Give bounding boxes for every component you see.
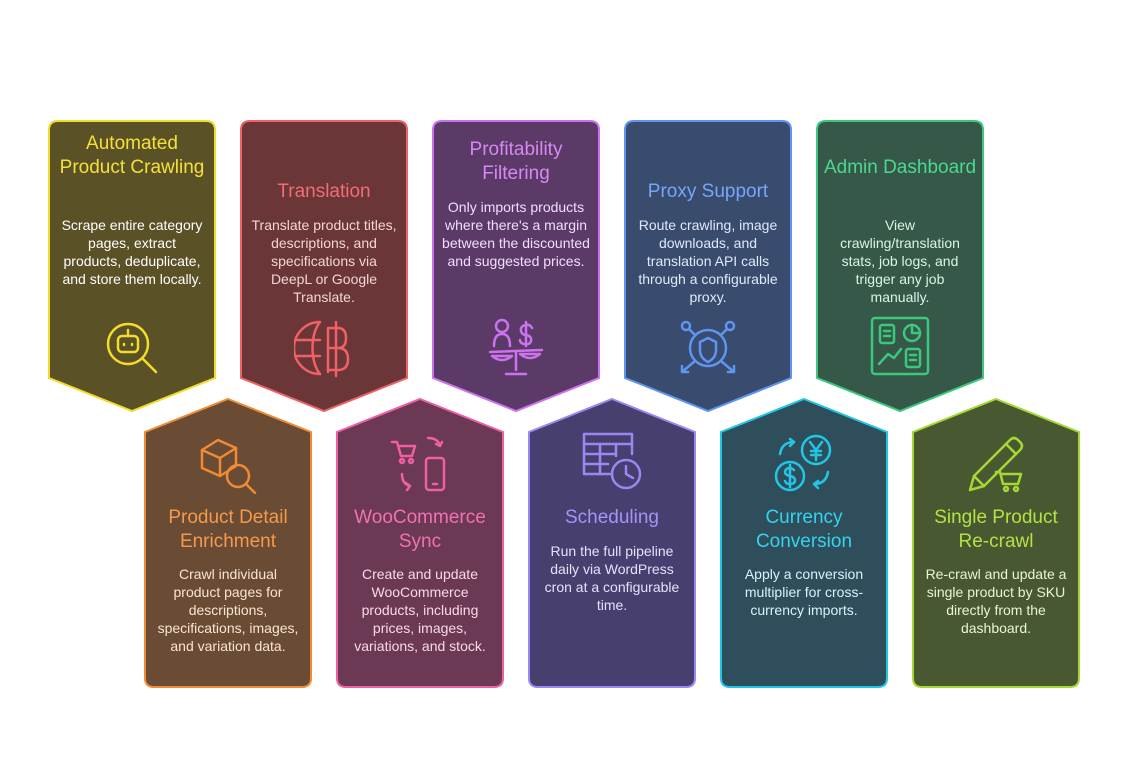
shield-network-icon bbox=[680, 320, 736, 374]
card-automated-product-crawling: Automated Product Crawling Scrape entire… bbox=[48, 120, 216, 413]
card-shape bbox=[528, 397, 696, 688]
card-scheduling: Scheduling Run the full pipeline daily v… bbox=[528, 397, 696, 688]
card-title: Automated Product Crawling bbox=[59, 133, 205, 178]
card-translation: Translation Translate product titles, de… bbox=[240, 120, 408, 413]
card-shape bbox=[624, 120, 792, 413]
card-profitability-filtering: Profitability Filtering Only imports pro… bbox=[432, 120, 600, 413]
card-shape bbox=[144, 397, 312, 688]
card-shape bbox=[48, 120, 216, 413]
card-description: Create and update WooCommerce products, … bbox=[354, 566, 486, 654]
card-description: Scrape entire category pages, extract pr… bbox=[61, 217, 203, 287]
card-description: View crawling/translation stats, job log… bbox=[840, 217, 960, 305]
card-title: Product Detail Enrichment bbox=[168, 507, 288, 552]
globe-baht-icon bbox=[294, 320, 350, 378]
card-product-detail-enrichment: Product Detail Enrichment Crawl individu… bbox=[144, 397, 312, 688]
pencil-cart-icon bbox=[968, 436, 1024, 493]
cart-sync-icon bbox=[390, 436, 446, 492]
card-title: Currency Conversion bbox=[755, 507, 853, 552]
card-title: Single Product Re-crawl bbox=[934, 507, 1058, 552]
scale-dollar-icon bbox=[488, 318, 544, 376]
robot-search-icon bbox=[106, 322, 158, 374]
card-currency-conversion: Currency Conversion Apply a conversion m… bbox=[720, 397, 888, 688]
card-description: Translate product titles, descriptions, … bbox=[251, 217, 397, 305]
card-title: Scheduling bbox=[564, 507, 660, 528]
card-title: Profitability Filtering bbox=[469, 139, 563, 184]
card-description: Route crawling, image downloads, and tra… bbox=[638, 217, 778, 305]
card-shape bbox=[432, 120, 600, 413]
card-admin-dashboard: Admin Dashboard View crawling/translatio… bbox=[816, 120, 984, 413]
card-single-product-recrawl: Single Product Re-crawl Re-crawl and upd… bbox=[912, 397, 1080, 688]
card-title: Proxy Support bbox=[647, 181, 769, 202]
card-description: Only imports products where there's a ma… bbox=[442, 199, 590, 269]
card-shape bbox=[336, 397, 504, 688]
card-description: Apply a conversion multiplier for cross-… bbox=[744, 566, 864, 618]
dashboard-icon bbox=[870, 316, 930, 376]
card-woocommerce-sync: WooCommerce Sync Create and update WooCo… bbox=[336, 397, 504, 688]
card-shape bbox=[240, 120, 408, 413]
card-description: Re-crawl and update a single product by … bbox=[925, 566, 1067, 636]
card-proxy-support: Proxy Support Route crawling, image down… bbox=[624, 120, 792, 413]
card-title: Admin Dashboard bbox=[823, 157, 977, 178]
card-title: WooCommerce Sync bbox=[354, 507, 486, 552]
card-description: Crawl individual product pages for descr… bbox=[157, 566, 299, 654]
card-shape bbox=[912, 397, 1080, 688]
card-shape bbox=[816, 120, 984, 413]
box-search-icon bbox=[200, 438, 257, 494]
currency-exchange-icon bbox=[774, 434, 832, 492]
card-description: Run the full pipeline daily via WordPres… bbox=[544, 543, 680, 613]
calendar-clock-icon bbox=[582, 432, 642, 490]
card-shape bbox=[720, 397, 888, 688]
card-title: Translation bbox=[277, 181, 371, 202]
